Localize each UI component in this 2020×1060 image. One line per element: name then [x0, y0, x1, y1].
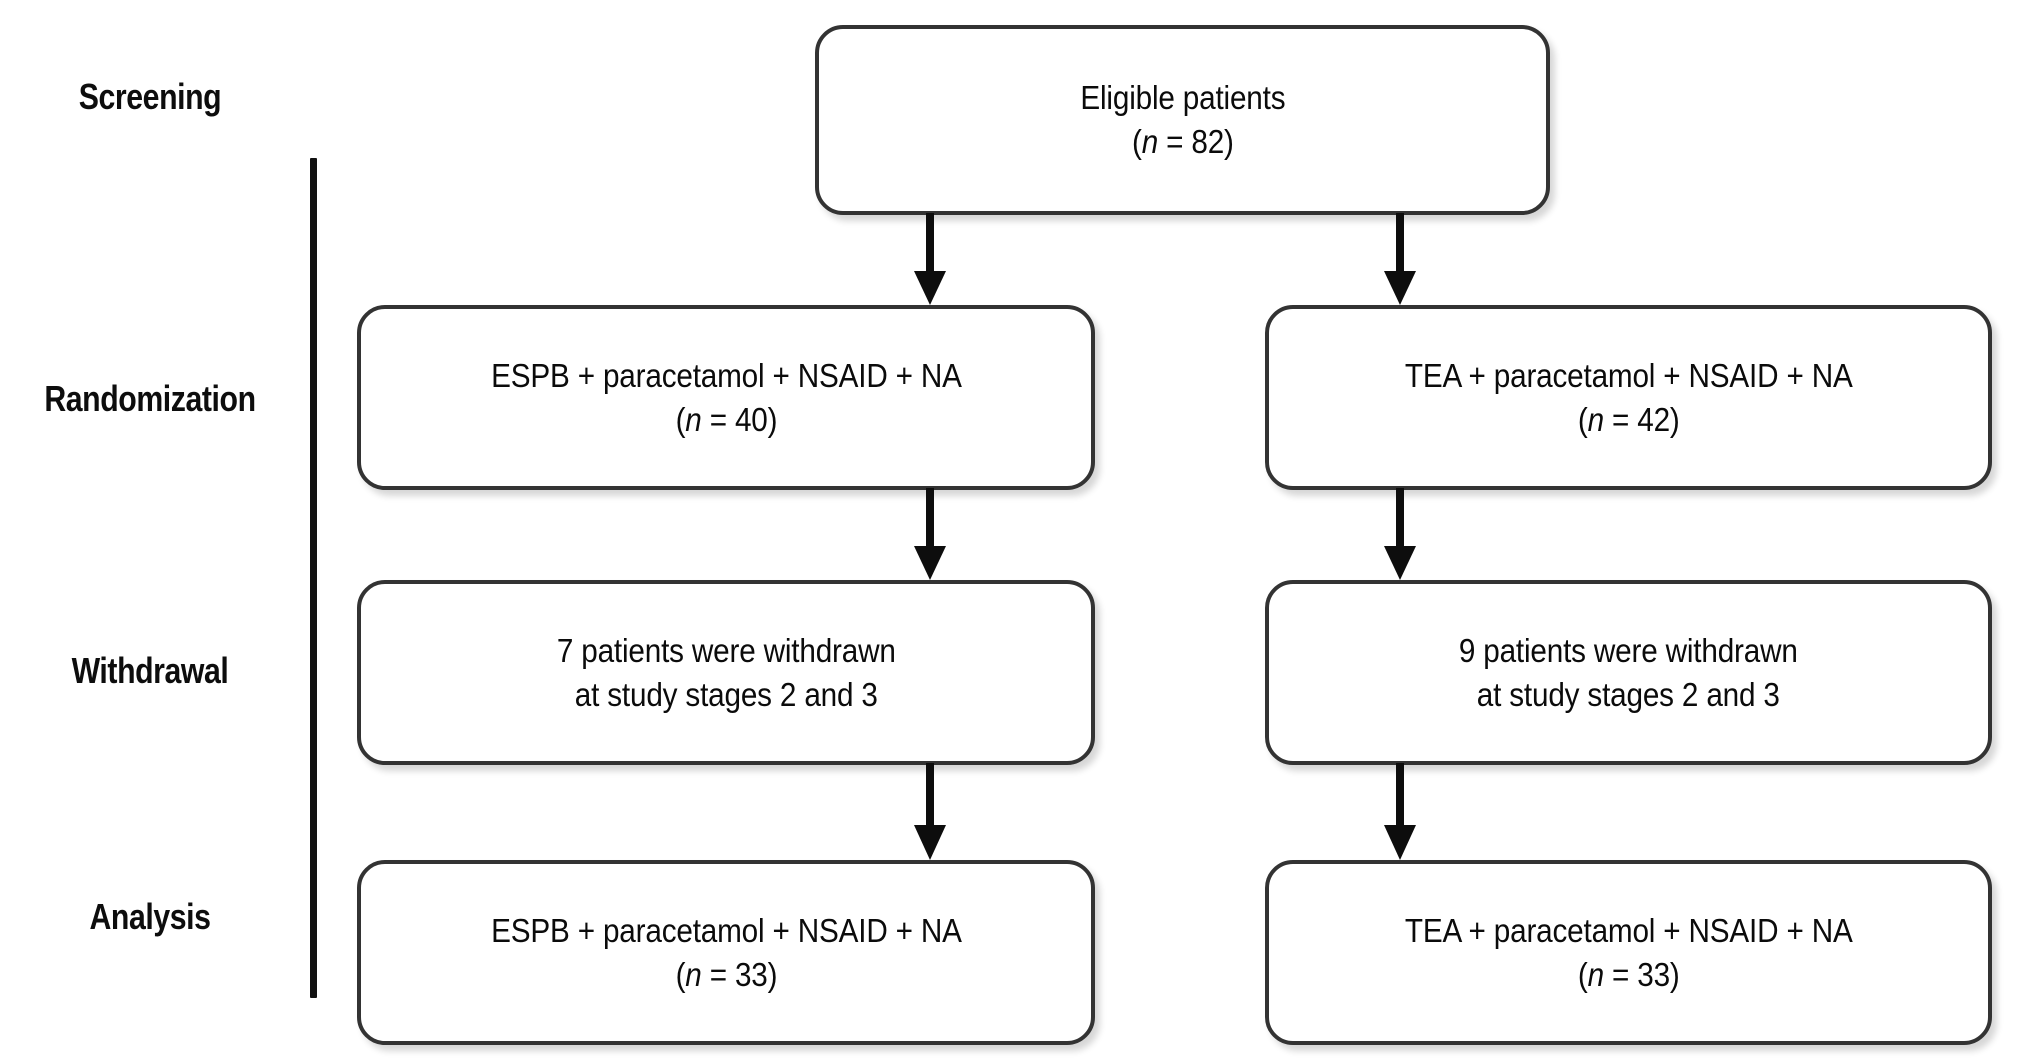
stage-label-randomization: Randomization — [44, 378, 256, 419]
node-randomization-espb-count: (n = 40) — [675, 400, 777, 438]
node-withdrawal-espb-line2: at study stages 2 and 3 — [574, 675, 878, 713]
node-analysis-espb-line1: ESPB + paracetamol + NSAID + NA — [490, 911, 962, 949]
node-eligible-patients-count: (n = 82) — [1131, 123, 1234, 160]
node-randomization-tea-text: TEA + paracetamol + NSAID + NA (n = 42) — [1405, 354, 1853, 441]
down-arrow-icon — [1384, 213, 1416, 305]
node-withdrawal-tea: 9 patients were withdrawn at study stage… — [1265, 580, 1992, 765]
down-arrow-icon — [1384, 488, 1416, 580]
node-analysis-tea-count: (n = 33) — [1577, 955, 1680, 993]
down-arrow-icon — [914, 488, 946, 580]
node-analysis-tea-text: TEA + paracetamol + NSAID + NA (n = 33) — [1405, 909, 1853, 996]
node-analysis-espb-text: ESPB + paracetamol + NSAID + NA (n = 33) — [491, 909, 962, 996]
node-randomization-tea-line1: TEA + paracetamol + NSAID + NA — [1404, 356, 1853, 394]
connector-left-arm-to-left-withdrawal — [910, 488, 950, 583]
node-analysis-espb-count: (n = 33) — [675, 955, 777, 993]
node-eligible-patients: Eligible patients (n = 82) — [815, 25, 1550, 215]
down-arrow-icon — [1384, 763, 1416, 860]
connector-right-withdrawal-to-right-analysis — [1380, 763, 1420, 863]
node-analysis-espb: ESPB + paracetamol + NSAID + NA (n = 33) — [357, 860, 1095, 1045]
node-withdrawal-tea-line1: 9 patients were withdrawn — [1459, 631, 1798, 669]
stage-label-screening: Screening — [78, 76, 222, 117]
node-analysis-tea: TEA + paracetamol + NSAID + NA (n = 33) — [1265, 860, 1992, 1045]
node-analysis-tea-line1: TEA + paracetamol + NSAID + NA — [1404, 911, 1853, 949]
node-eligible-patients-text: Eligible patients (n = 82) — [1080, 76, 1285, 163]
down-arrow-icon — [914, 763, 946, 860]
node-randomization-espb-text: ESPB + paracetamol + NSAID + NA (n = 40) — [491, 354, 962, 441]
node-withdrawal-espb: 7 patients were withdrawn at study stage… — [357, 580, 1095, 765]
node-randomization-espb: ESPB + paracetamol + NSAID + NA (n = 40) — [357, 305, 1095, 490]
connector-eligible-to-left-arm — [910, 213, 950, 308]
stage-label-analysis: Analysis — [89, 896, 211, 937]
node-withdrawal-tea-line2: at study stages 2 and 3 — [1477, 675, 1780, 713]
down-arrow-icon — [914, 213, 946, 305]
connector-left-withdrawal-to-left-analysis — [910, 763, 950, 863]
node-withdrawal-espb-line1: 7 patients were withdrawn — [556, 631, 896, 669]
node-randomization-espb-line1: ESPB + paracetamol + NSAID + NA — [490, 356, 962, 394]
node-withdrawal-tea-text: 9 patients were withdrawn at study stage… — [1459, 629, 1798, 716]
connector-eligible-to-right-arm — [1380, 213, 1420, 308]
node-randomization-tea: TEA + paracetamol + NSAID + NA (n = 42) — [1265, 305, 1992, 490]
stage-timeline-rule — [310, 158, 317, 998]
connector-right-arm-to-right-withdrawal — [1380, 488, 1420, 583]
node-withdrawal-espb-text: 7 patients were withdrawn at study stage… — [557, 629, 896, 716]
node-randomization-tea-count: (n = 42) — [1577, 400, 1680, 438]
stage-label-withdrawal: Withdrawal — [71, 650, 229, 691]
node-eligible-patients-line1: Eligible patients — [1080, 79, 1285, 117]
